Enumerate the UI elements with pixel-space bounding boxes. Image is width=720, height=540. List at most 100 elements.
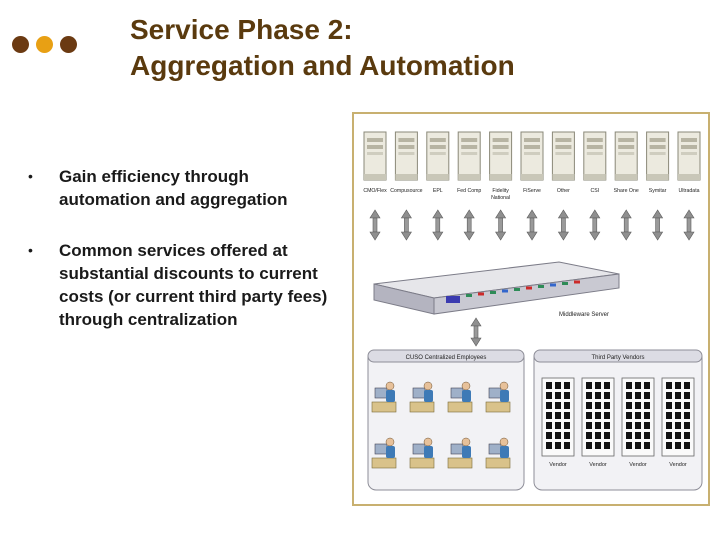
server-drive: [681, 152, 697, 155]
server-base: [426, 174, 449, 180]
server-label: Symitar: [649, 188, 667, 194]
server-drive: [618, 138, 635, 142]
arrow-head: [463, 231, 475, 241]
arrow-shaft: [529, 217, 535, 233]
middleware-light: [466, 294, 472, 297]
middleware-light: [514, 288, 520, 291]
building-window: [675, 412, 681, 419]
desk: [409, 401, 435, 413]
building-window: [564, 442, 570, 449]
employee-icon: [447, 437, 473, 469]
building-window: [644, 402, 650, 409]
monitor: [412, 443, 426, 455]
building-window: [675, 402, 681, 409]
building-window: [626, 412, 632, 419]
panel-header: [367, 349, 525, 363]
body: [500, 390, 509, 402]
head: [385, 381, 395, 391]
body: [462, 446, 471, 458]
arrow-head: [589, 209, 601, 219]
server-drive: [586, 138, 603, 142]
server-drive: [649, 138, 666, 142]
monitor: [450, 387, 464, 399]
building-window: [546, 412, 552, 419]
server-drive: [524, 152, 540, 155]
building-window: [684, 412, 690, 419]
building-window: [586, 442, 592, 449]
monitor: [374, 443, 388, 455]
server-drive: [618, 152, 635, 155]
body: [424, 446, 433, 458]
panel-box: [367, 349, 525, 491]
server-drive: [461, 152, 478, 155]
head: [499, 381, 509, 391]
building-window: [546, 442, 552, 449]
server-drive: [524, 145, 540, 149]
building-window: [595, 402, 601, 409]
server-drive: [398, 145, 415, 149]
head: [423, 437, 433, 447]
arrow-head: [557, 231, 569, 241]
server-drive: [586, 152, 603, 155]
head: [385, 437, 395, 447]
employees-panel: CUSO Centralized Employees: [367, 349, 525, 491]
server-base: [364, 174, 386, 180]
building-window: [666, 392, 672, 399]
body: [500, 446, 509, 458]
double-arrow-icon: [652, 209, 664, 241]
server-icon: CMO/Flex: [363, 131, 387, 194]
server-base: [395, 174, 418, 180]
server-icon: Other: [551, 131, 575, 194]
server-base: [458, 174, 481, 180]
title-line-1: Service Phase 2:: [130, 14, 353, 45]
server-label: Other: [557, 188, 570, 194]
server-drive: [555, 138, 572, 142]
employee-icon: [409, 437, 435, 469]
double-arrow-icon: [557, 209, 569, 241]
building-window: [644, 382, 650, 389]
arrow-shaft: [372, 217, 378, 233]
bullet-text: Common services offered at substantial d…: [59, 241, 328, 329]
panel-header: [533, 349, 703, 363]
employee-icon: [371, 381, 397, 413]
building-window: [586, 412, 592, 419]
server-icon: Compusource: [390, 131, 423, 194]
building-window: [635, 412, 641, 419]
building-window: [666, 412, 672, 419]
double-arrow-icon: [495, 209, 507, 241]
arrow-head: [526, 209, 538, 219]
server-icon: CSI: [583, 131, 607, 194]
server-drive: [367, 152, 383, 155]
building-window: [564, 412, 570, 419]
middleware-light: [538, 285, 544, 288]
monitor: [488, 443, 502, 455]
server-drive: [524, 138, 540, 142]
server-drive: [461, 138, 478, 142]
arrow-head: [557, 209, 569, 219]
building-window: [675, 442, 681, 449]
building-window: [564, 392, 570, 399]
building-window: [564, 422, 570, 429]
desk: [447, 401, 473, 413]
server-label: CSI: [590, 188, 599, 194]
building-window: [626, 422, 632, 429]
server-base: [489, 174, 512, 180]
title-line-2: Aggregation and Automation: [130, 50, 515, 81]
server-label: EPL: [433, 188, 443, 194]
desk: [485, 457, 511, 469]
building-window: [644, 412, 650, 419]
server-drive: [649, 145, 666, 149]
double-arrow-icon: [620, 209, 632, 241]
middleware-side: [373, 283, 435, 315]
server-drive: [618, 145, 635, 149]
building-window: [546, 402, 552, 409]
building-window: [555, 432, 561, 439]
server-drive: [367, 138, 383, 142]
employee-icon: [371, 437, 397, 469]
arrow-shaft: [435, 217, 441, 233]
middleware-panel: [446, 296, 460, 303]
bullet-text: Gain efficiency through automation and a…: [59, 167, 288, 209]
building-icon: Vendor: [581, 377, 615, 468]
building-window: [626, 442, 632, 449]
